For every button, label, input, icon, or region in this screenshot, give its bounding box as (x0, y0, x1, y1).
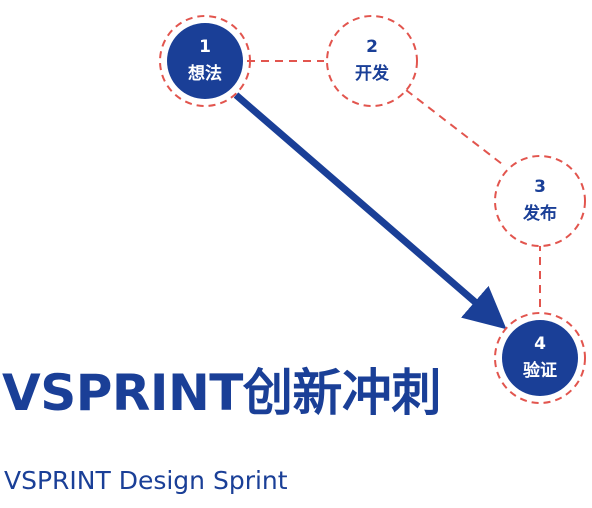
node-3-label: 发布 (522, 203, 557, 224)
page-title: VSPRINT创新冲刺 (2, 364, 441, 422)
node-2: 2 开发 (326, 15, 418, 107)
node-1: 1 想法 (159, 15, 251, 107)
page-subtitle: VSPRINT Design Sprint (4, 466, 288, 495)
node-4-label: 验证 (523, 360, 557, 381)
node-4-number: 4 (534, 334, 546, 354)
arrow-1-to-4 (233, 92, 507, 330)
node-1-number: 1 (199, 37, 211, 57)
node-3-number: 3 (534, 177, 546, 197)
node-2-label: 开发 (355, 63, 390, 84)
connector-2-3 (405, 89, 503, 165)
node-1-label: 想法 (188, 63, 222, 84)
node-2-number: 2 (366, 37, 378, 57)
node-3: 3 发布 (494, 155, 586, 247)
node-4: 4 验证 (494, 312, 586, 404)
